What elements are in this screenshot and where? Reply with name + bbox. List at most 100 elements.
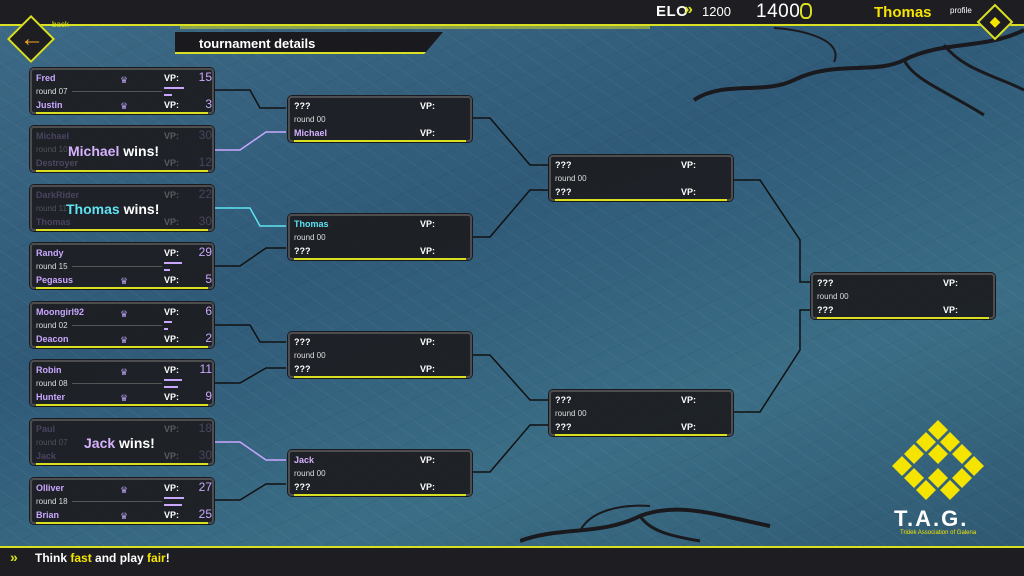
vp-label: VP: [420, 337, 436, 347]
vp-label: VP: [420, 455, 436, 465]
match-card[interactable]: Thomas round 00 ??? VP: VP: [288, 214, 472, 260]
winner-name: Michael [68, 143, 120, 159]
player-2-name: Deacon [36, 334, 69, 344]
vp-bar [164, 379, 182, 381]
vp-label: VP: [164, 73, 180, 83]
match-card[interactable]: DarkRider round 11 Thomas VP: VP: 22 30 … [30, 185, 214, 231]
player-2-name: Destroyer [36, 158, 79, 168]
match-card[interactable]: ??? round 00 ??? VP: VP: [549, 155, 733, 201]
winner-suffix: wins! [115, 435, 155, 451]
player-2-vp: 5 [205, 272, 212, 286]
player-2-name: ??? [294, 246, 311, 256]
elo-label: ELO [656, 3, 689, 20]
vp-label: VP: [420, 246, 436, 256]
tagline-highlight: fair [147, 551, 166, 565]
round-label: round 00 [294, 115, 326, 124]
vp-label: VP: [164, 217, 180, 227]
player-1-name: Paul [36, 424, 56, 434]
match-card[interactable]: Moongirl92 round 02 Deacon ♛ ♛ VP: VP: 6… [30, 302, 214, 348]
logo-name: T.A.G. [894, 506, 969, 531]
player-1-name: Robin [36, 365, 62, 375]
winner-name: Jack [84, 435, 116, 451]
player-1-name: Jack [294, 455, 315, 465]
vp-label: VP: [420, 128, 436, 138]
crown-icon: ♛ [120, 393, 129, 403]
points-coin-icon [800, 3, 812, 19]
profile-label: profile [950, 6, 972, 15]
round-label: round 00 [294, 233, 326, 242]
vp-label: VP: [164, 158, 180, 168]
vp-bar [164, 269, 170, 271]
back-arrow-icon[interactable]: ← [20, 25, 44, 52]
match-card[interactable]: Jack round 00 ??? VP: VP: [288, 450, 472, 496]
player-1-name: DarkRider [36, 190, 80, 200]
tagline-part: and play [91, 551, 148, 565]
crown-icon: ♛ [120, 367, 129, 377]
vp-label: VP: [164, 483, 180, 493]
match-card[interactable]: Randy round 15 Pegasus ♛ VP: VP: 29 5 [30, 243, 214, 289]
match-card[interactable]: Robin round 08 Hunter ♛ ♛ VP: VP: 11 9 [30, 360, 214, 406]
top-bar [0, 0, 1024, 26]
player-1-vp: 30 [198, 128, 212, 142]
player-2-name: Hunter [36, 392, 65, 402]
player-1-name: Michael [36, 131, 70, 141]
final-match-card[interactable]: ??? round 00 ??? VP: VP: [811, 273, 995, 319]
winner-announcement: Michael wins! [68, 143, 159, 159]
divider [72, 325, 162, 326]
match-card[interactable]: ??? round 00 ??? VP: VP: [288, 332, 472, 378]
round-label: round 00 [294, 469, 326, 478]
player-2-name: Thomas [36, 217, 71, 227]
match-card[interactable]: Olliver round 18 Brian ♛ ♛ VP: VP: 27 25 [30, 478, 214, 524]
vp-label: VP: [943, 278, 959, 288]
vp-bar [164, 87, 184, 89]
elo-chevrons-icon: » [684, 1, 693, 18]
top-accent-line [180, 26, 650, 29]
vp-label: VP: [164, 307, 180, 317]
player-2-name: Brian [36, 510, 60, 520]
player-2-vp: 25 [198, 507, 212, 521]
player-2-name: Justin [36, 100, 63, 110]
player-2-name: ??? [294, 482, 311, 492]
vp-label: VP: [164, 451, 180, 461]
player-2-vp: 9 [205, 389, 212, 403]
match-card[interactable]: Paul round 07 Jack VP: VP: 18 30 Jack wi… [30, 419, 214, 465]
winner-announcement: Jack wins! [84, 435, 155, 451]
round-label: round 00 [294, 351, 326, 360]
divider [72, 501, 162, 502]
match-card[interactable]: Michael round 10 Destroyer VP: VP: 30 12… [30, 126, 214, 172]
player-2-name: ??? [817, 305, 834, 315]
player-1-name: ??? [555, 395, 572, 405]
crown-icon: ♛ [120, 276, 129, 286]
round-label: round 15 [36, 262, 68, 271]
vp-label: VP: [681, 160, 697, 170]
crown-icon: ♛ [120, 309, 129, 319]
match-card[interactable]: Fred round 07 Justin ♛ ♛ VP: VP: 15 3 [30, 68, 214, 114]
vp-label: VP: [164, 334, 180, 344]
bottom-bar [0, 546, 1024, 576]
vp-bar [164, 504, 182, 506]
vp-label: VP: [420, 219, 436, 229]
match-card[interactable]: ??? round 00 Michael VP: VP: [288, 96, 472, 142]
crown-icon: ♛ [120, 101, 129, 111]
crown-icon: ♛ [120, 75, 129, 85]
profile-tag-icon[interactable]: ◆ [989, 13, 1001, 29]
vp-bar [164, 262, 182, 264]
tagline-chevrons-icon: » [10, 549, 18, 565]
logo-subtitle: Tridek Association of Galena [900, 530, 977, 536]
points-value: 1400 [756, 1, 801, 22]
player-name: Thomas [874, 4, 932, 21]
player-2-vp: 3 [205, 97, 212, 111]
player-1-name: Fred [36, 73, 56, 83]
vp-label: VP: [164, 275, 180, 285]
crown-icon: ♛ [120, 485, 129, 495]
match-card[interactable]: ??? round 00 ??? VP: VP: [549, 390, 733, 436]
tagline-part: ! [165, 551, 170, 565]
winner-name: Thomas [66, 201, 120, 217]
vp-label: VP: [943, 305, 959, 315]
player-1-vp: 22 [198, 187, 212, 201]
crown-icon: ♛ [120, 511, 129, 521]
player-1-name: ??? [555, 160, 572, 170]
branch-decoration-top [692, 27, 1024, 117]
tagline: Think fast and play fair! [35, 551, 170, 565]
